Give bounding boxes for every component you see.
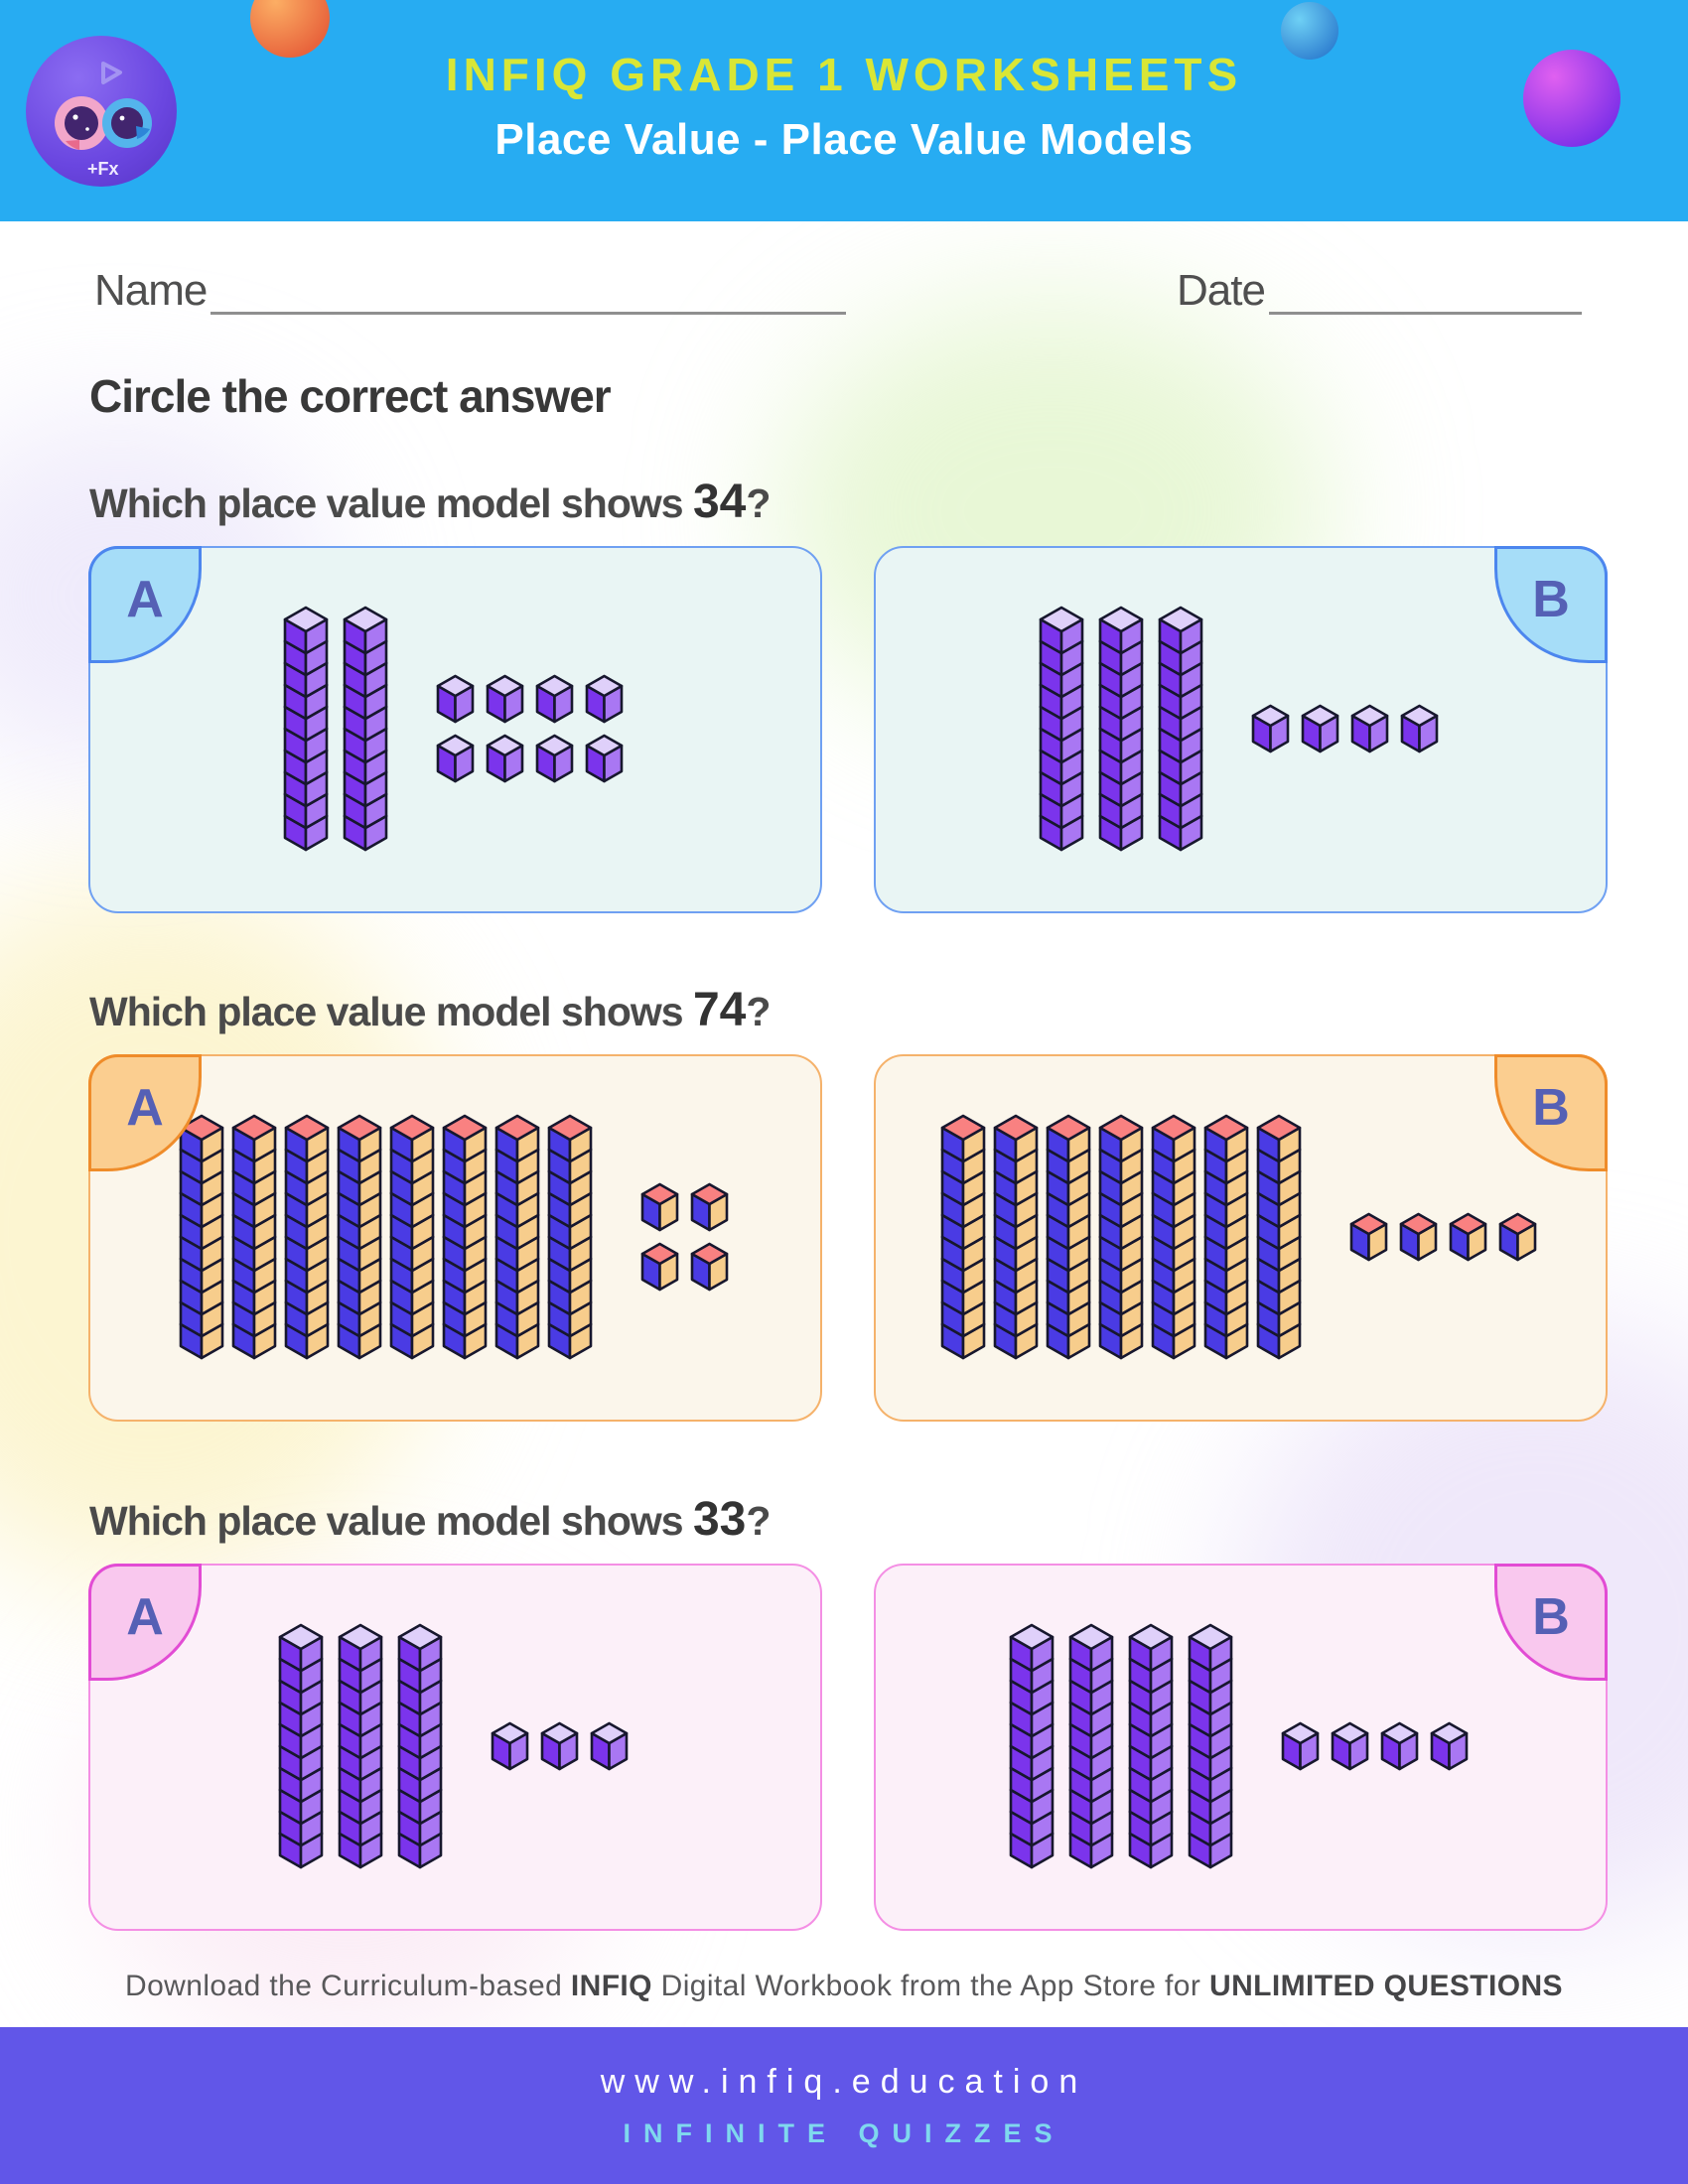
- play-icon: [101, 62, 122, 84]
- base-ten-blocks: [876, 1056, 1606, 1420]
- footer-highlight: UNLIMITED QUESTIONS: [1209, 1970, 1563, 2002]
- name-input-line[interactable]: [211, 280, 846, 315]
- option-letter: B: [1532, 571, 1570, 628]
- question-mark: ?: [746, 480, 771, 526]
- answer-option-a[interactable]: A: [88, 546, 822, 913]
- footer-text: Download the Curriculum-based: [125, 1970, 571, 2002]
- question-prompt: Which place value model shows 33?: [89, 1492, 771, 1547]
- infiq-logo-graphic: +Fx: [55, 62, 152, 179]
- logo-pink-eye: [65, 106, 98, 140]
- question-number: 74: [692, 984, 747, 1036]
- answer-option-b[interactable]: B: [874, 546, 1608, 913]
- decor-sphere-purple: [1523, 50, 1620, 147]
- infiq-logo: +Fx: [26, 36, 177, 187]
- option-letter: A: [126, 571, 164, 628]
- date-label: Date: [1177, 266, 1266, 315]
- footer-text: Digital Workbook from the App Store for: [651, 1970, 1209, 2002]
- question-prompt: Which place value model shows 74?: [89, 983, 771, 1037]
- answer-option-a[interactable]: A: [88, 1564, 822, 1931]
- logo-blue-eye: [111, 107, 143, 139]
- instruction-heading: Circle the correct answer: [89, 370, 612, 422]
- base-ten-blocks: [90, 1566, 820, 1929]
- question-prompt-text: Which place value model shows: [89, 480, 684, 526]
- option-letter: A: [126, 1079, 164, 1137]
- base-ten-blocks: [876, 548, 1606, 911]
- website-url: www.infiq.education: [600, 2063, 1088, 2101]
- date-input-line[interactable]: [1269, 280, 1582, 315]
- question-number: 33: [692, 1493, 747, 1546]
- base-ten-blocks: [90, 548, 820, 911]
- question-prompt-text: Which place value model shows: [89, 989, 684, 1034]
- question-mark: ?: [746, 989, 771, 1034]
- question-prompt-text: Which place value model shows: [89, 1498, 684, 1544]
- header-banner: +Fx INFIQ GRADE 1 WORKSHEETS Place Value…: [0, 0, 1688, 221]
- option-letter: B: [1532, 1588, 1570, 1646]
- option-letter: A: [126, 1588, 164, 1646]
- answer-option-b[interactable]: B: [874, 1564, 1608, 1931]
- question-prompt: Which place value model shows 34?: [89, 475, 771, 529]
- footer-brand: INFIQ: [570, 1970, 652, 2002]
- base-ten-blocks: [876, 1566, 1606, 1929]
- page-title: Place Value - Place Value Models: [494, 115, 1194, 164]
- base-ten-blocks: [90, 1056, 820, 1420]
- option-letter: B: [1532, 1079, 1570, 1137]
- footer-note: Download the Curriculum-based INFIQ Digi…: [0, 1970, 1688, 2003]
- answer-option-a[interactable]: A: [88, 1054, 822, 1422]
- tagline: INFINITE QUIZZES: [623, 2118, 1065, 2148]
- decor-sphere-blue: [1281, 2, 1338, 60]
- answer-option-b[interactable]: B: [874, 1054, 1608, 1422]
- series-title: INFIQ GRADE 1 WORKSHEETS: [445, 49, 1243, 100]
- logo-badge-text: +Fx: [87, 159, 119, 179]
- name-label: Name: [94, 266, 208, 315]
- question-mark: ?: [746, 1498, 771, 1544]
- question-number: 34: [692, 476, 747, 528]
- bottom-bar: www.infiq.education INFINITE QUIZZES: [0, 2027, 1688, 2184]
- option-tab-a: A: [88, 1054, 202, 1171]
